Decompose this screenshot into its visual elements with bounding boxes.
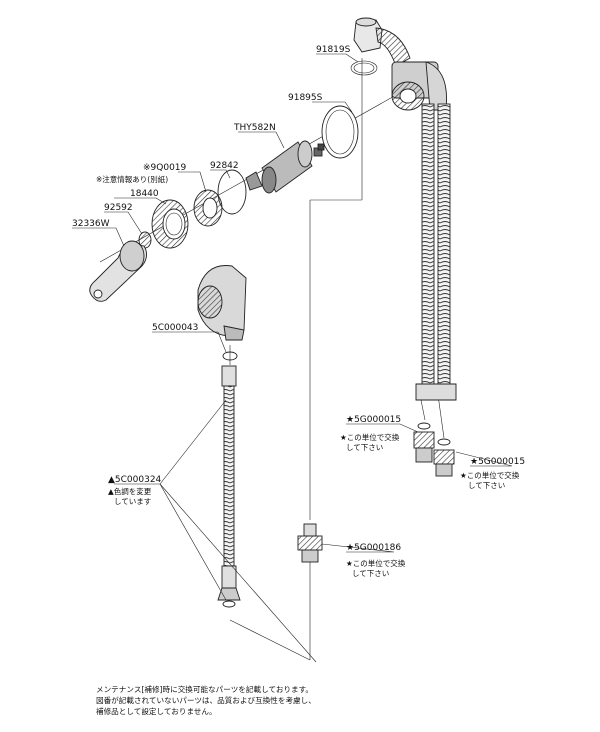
note-5C000324-line1: ▲色調を変更: [108, 486, 152, 496]
note-5G000186-line1: ★この単位で交換: [346, 558, 406, 568]
note-5G000015-right-line1: ★この単位で交換: [460, 470, 520, 480]
fitting-5G000015-right: [433, 438, 455, 477]
gasket-91895S: [321, 105, 359, 159]
label-9Q0019: ※9Q0019: [143, 163, 187, 173]
note-5G000015-right-line2: して下さい: [468, 481, 505, 490]
label-5G000015-right: ★5G000015: [470, 457, 525, 467]
label-5C000043: 5C000043: [152, 323, 198, 333]
label-5C000324: ▲5C000324: [108, 475, 162, 485]
label-THY582N: THY582N: [233, 123, 276, 133]
label-5G000015-left: ★5G000015: [346, 415, 401, 425]
note-9Q0019: ※注意情報あり(別紙): [96, 174, 168, 184]
fitting-5G000186: [297, 523, 323, 563]
footer-line-1: メンテナンス[補修]時に交換可能なパーツを記載しております。: [96, 684, 313, 694]
label-32336W: 32336W: [72, 219, 110, 229]
leader-lines: [72, 53, 513, 663]
lever-handle-32336W: [89, 240, 147, 302]
elbow-fitting: [353, 17, 448, 111]
supply-hoses: [415, 103, 457, 401]
o-ring-91819S: [350, 60, 378, 76]
note-5G000015-left-line1: ★この単位で交換: [340, 432, 400, 442]
note-5G000015-left-line2: して下さい: [346, 443, 383, 452]
cap-nut-18440: [151, 199, 189, 249]
packing-5C000043: [222, 351, 238, 361]
nut-9Q0019: [193, 189, 223, 227]
label-92592: 92592: [104, 203, 133, 213]
o-ring-92842: [217, 169, 247, 215]
shower-hose-5C000324: [217, 365, 241, 608]
assembly-guide-lines: [99, 58, 445, 661]
label-5G000186: ★5G000186: [346, 543, 401, 553]
footer-line-2: 図番が記載されていないパーツは、品質および互換性を考慮し、: [96, 695, 316, 705]
note-5G000186-line2: して下さい: [352, 569, 389, 578]
label-92842: 92842: [210, 161, 239, 171]
fitting-5G000015-left: [413, 422, 435, 463]
cartridge-THY582N: [245, 140, 325, 194]
label-18440: 18440: [130, 189, 159, 199]
note-5C000324-line2: しています: [114, 497, 151, 506]
label-91819S: 91819S: [316, 45, 351, 55]
label-91895S: 91895S: [288, 93, 323, 103]
footer-line-3: 補修品として設定しておりません。: [96, 706, 217, 716]
shower-head: [197, 265, 247, 341]
